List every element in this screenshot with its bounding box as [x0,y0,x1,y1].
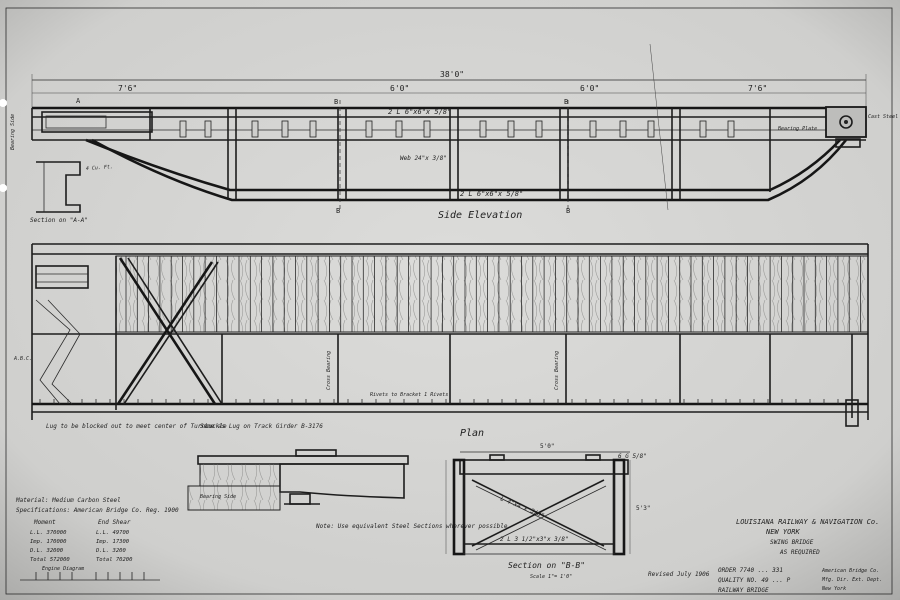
company-line-3: New York [821,586,846,592]
section-bb-title: Section on "B-B" [508,561,585,570]
strain-cell: Total 572000 [30,557,70,563]
strain-cell: Imp. 170000 [30,539,67,545]
section-mark-a-top: A [76,97,81,105]
left-panel-dimension: 7'6" [118,84,137,93]
plan-view: A.B.C. Cross Bearing Cross Bearing Rivet… [13,243,869,439]
section-aa-title: Section on "A-A" [30,217,88,224]
timber-ties [115,255,869,333]
equivalent-sections-note: Note: Use equivalent Steel Sections wher… [315,523,511,530]
center-dimension-b: 6'0" [580,84,599,93]
bb-top-angle-label: 6 G 5/8" [618,453,647,460]
bearing-plate-label: Bearing Plate [778,126,817,132]
cross-bearing-label-2: Cross Bearing [554,351,560,390]
order-line-3: RAILWAY BRIDGE [718,587,769,594]
overall-dimension: 38'0" [440,70,464,79]
bearing-detail: Bearing Side [187,449,409,511]
bottom-chord-label: 2 L 6"x6"x 5/8" [460,190,523,198]
material-note: Material: Medium Carbon Steel [15,497,121,504]
strain-cell: D.L. 32000 [29,548,64,554]
strain-header-end-shear: End Shear [98,519,131,526]
rivets-note: Rivets to Bracket 1 Rivets [370,392,448,398]
svg-text:A.B.C.: A.B.C. [13,356,32,362]
top-chord-label: 2 L 6"x6"x 5/8" [388,108,451,116]
side-elevation: 38'0" 7'6" 6'0" 6'0" 7'6" [31,70,898,221]
strain-cell: D.L. 3200 [95,548,126,554]
company-line-2: Mfg. Dir. Ext. Dept. [821,577,882,583]
engine-diagram-label: Engine Diagram [42,566,84,572]
same-as-note: Same as Lug on Track Girder B-3176 [200,423,323,430]
order-line-1: ORDER 7740 ... 331 [718,567,783,574]
strain-header-moment: Moment [33,519,56,526]
specifications-note: Specifications: American Bridge Co. Reg.… [16,507,179,514]
side-elevation-title: Side Elevation [438,210,522,221]
cast-steel-label: Cast Steel [868,114,898,120]
section-bb: 5'0" 5'3" L 4"x4"x 3/8" 6 G 5/8" 2 L 3 1… [445,443,650,580]
web-plate-label: Web 24"x 3/8" [400,155,447,162]
section-mark-b-top-left: B [334,98,338,106]
strain-cell: L.L. 370000 [30,530,67,536]
strain-cell: L.L. 49700 [96,530,130,536]
section-aa-detail: Section on "A-A" 4 Cu. Ft. Bearing Side [10,114,113,224]
center-dimension-a: 6'0" [390,84,409,93]
sheet-border [5,7,893,595]
revised-note: Revised July 1906 [648,571,710,578]
section-bb-scale: Scale 1"= 1'0" [530,574,572,580]
cross-bearing-label-1: Cross Bearing [326,351,332,390]
strain-cell: Total 70200 [96,557,133,563]
title-line-2: NEW YORK [765,528,801,536]
plan-title: Plan [460,428,484,439]
bb-bottom-label: 2 L 3 1/2"x3"x 3/8" [500,536,569,543]
section-mark-b-bottom-right: B [566,207,570,215]
bb-top-dimension: 5'0" [540,443,554,450]
bearing-side-label: Bearing Side [200,494,236,500]
section-mark-b-top-right: B [564,98,568,106]
svg-text:4 Cu. Ft.: 4 Cu. Ft. [86,164,113,172]
order-line-2: QUALITY NO. 49 ... P [718,577,791,584]
right-panel-dimension: 7'6" [748,84,767,93]
section-mark-b-bottom-left: B [336,207,340,215]
strain-sheet: Material: Medium Carbon Steel Specificat… [15,497,179,581]
title-line-4: AS REQUIRED [779,549,820,556]
title-line-3: SWING BRIDGE [770,539,814,546]
lug-note: Lug to be blocked out to meet center of … [46,423,227,430]
title-line-1: LOUISIANA RAILWAY & NAVIGATION Co. [736,518,879,526]
bb-side-dimension: 5'3" [636,505,650,512]
company-line-1: American Bridge Co. [821,568,879,574]
title-block: LOUISIANA RAILWAY & NAVIGATION Co. NEW Y… [718,518,882,594]
svg-text:Bearing Side: Bearing Side [10,114,16,150]
strain-cell: Imp. 17300 [96,539,130,545]
